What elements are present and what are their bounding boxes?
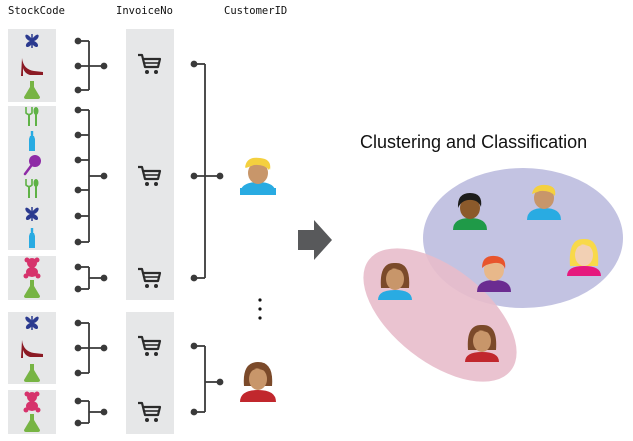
flask-icon [24,81,40,99]
brunette-woman-icon [378,262,412,300]
brunette-woman-icon [465,324,499,362]
stock-invoice-connectors [74,37,108,427]
shopping-cart-icon [136,335,162,358]
blonde-person-icon [527,184,561,220]
bottle-icon [29,228,35,248]
clustering-title: Clustering and Classification [360,132,588,152]
shopping-cart-icon [136,267,162,290]
redhead-person-icon [477,255,511,292]
dark-haired-person-icon [453,193,487,230]
butterfly-icon [24,33,40,49]
flask-icon [24,280,40,298]
cutlery-icon [25,178,40,199]
bottle-icon [29,131,35,151]
stockcode-header: StockCode [8,5,65,17]
right-arrow-icon [298,220,332,260]
shopping-cart-icon [136,53,162,76]
shoe-icon [21,58,43,76]
stockcode-group-2 [8,106,56,250]
shopping-cart-icon [136,165,162,188]
flask-icon [24,364,40,382]
invoice-column-bottom [126,312,174,434]
blonde-customer-icon [240,157,276,195]
flask-icon [24,414,40,432]
blonde-woman-icon [567,238,601,276]
teddy-bear-icon [23,391,41,413]
teddy-bear-icon [23,257,41,279]
shopping-cart-icon [136,401,162,424]
invoice-customer-connectors [190,60,224,416]
invoiceno-header: InvoiceNo [116,5,173,17]
rattle-icon [23,153,43,176]
ellipsis-icon [258,298,262,320]
customerid-header: CustomerID [224,5,288,17]
butterfly-icon [24,315,40,331]
butterfly-icon [24,206,40,222]
shoe-icon [21,340,43,358]
invoice-column-top [126,29,174,300]
brunette-customer-icon [240,362,276,402]
cutlery-icon [25,106,40,127]
